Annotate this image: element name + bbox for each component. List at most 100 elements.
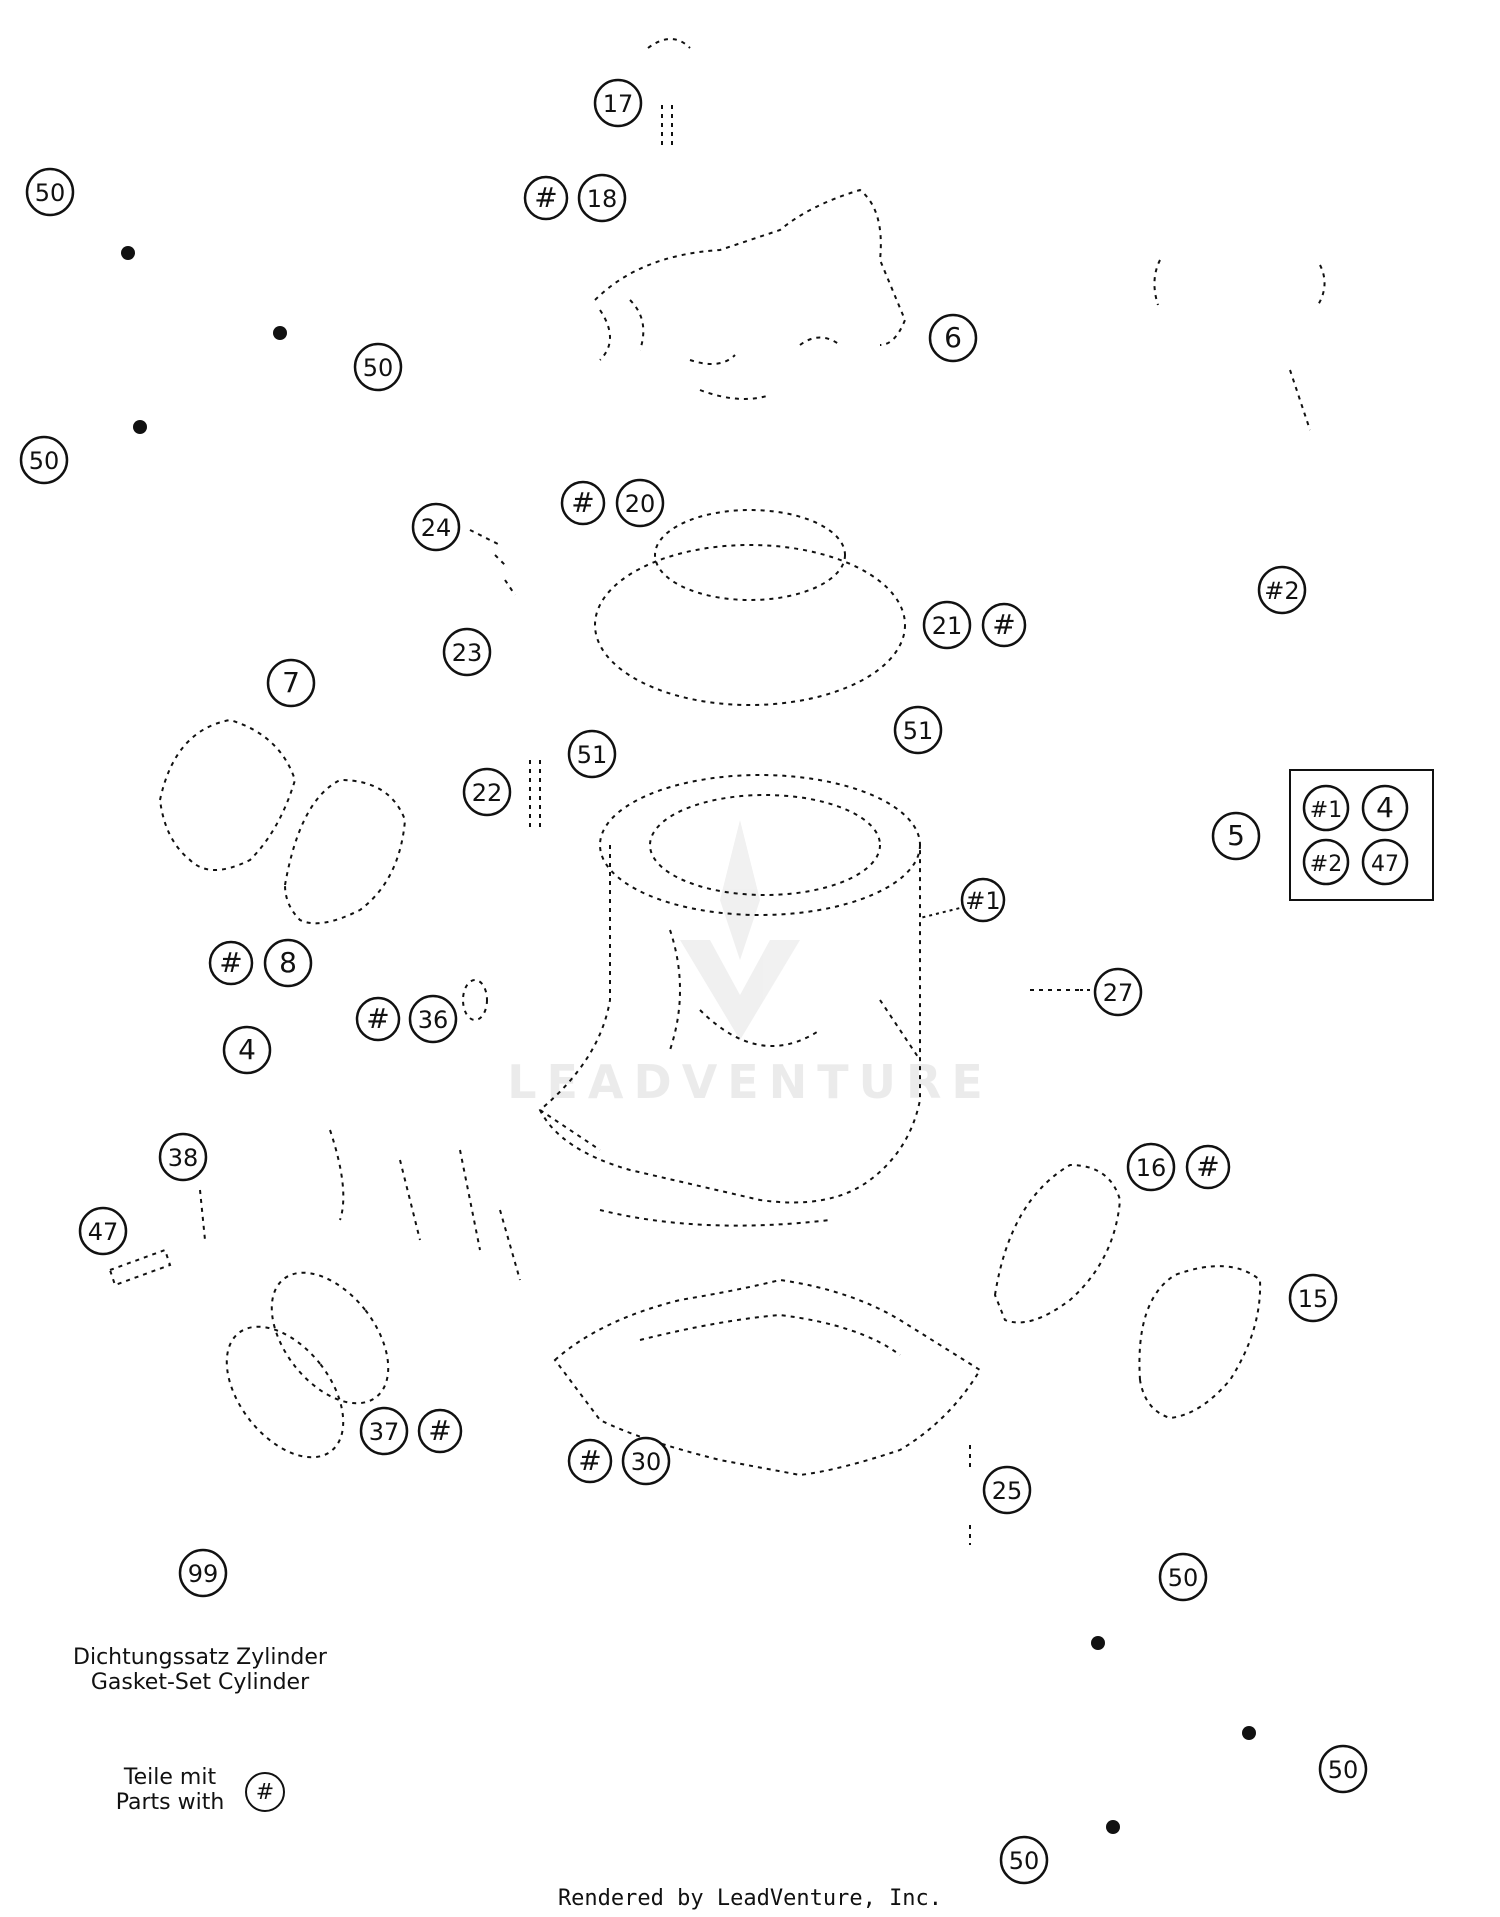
callout-label: 22 — [472, 779, 503, 807]
callout-c30: 30 — [621, 1436, 671, 1486]
callout-circle — [560, 480, 606, 526]
note-gasket-de: Dichtungssatz Zylinder — [73, 1645, 327, 1670]
callout-c16h: # — [1185, 1144, 1231, 1190]
callout-circle — [1211, 811, 1261, 861]
callout-circle — [922, 600, 972, 650]
callout-label: 18 — [587, 185, 618, 213]
callout-c30h: # — [567, 1438, 613, 1484]
callout-circle — [982, 1465, 1032, 1515]
part-22-valve — [529, 760, 541, 830]
callout-label: 51 — [577, 741, 608, 769]
callout-label: # — [534, 181, 557, 214]
callout-label: 27 — [1103, 979, 1134, 1007]
footer-credit: Rendered by LeadVenture, Inc. — [557, 1886, 943, 1911]
callout-c5: 5 — [1211, 811, 1261, 861]
callout-c50b: 50 — [353, 342, 403, 392]
callout-c50a: 50 — [25, 167, 75, 217]
note-parts-de: Teile mit — [123, 1765, 217, 1790]
callout-circle — [1318, 1744, 1368, 1794]
callout-label: 50 — [35, 179, 66, 207]
part-17-stud — [661, 105, 673, 145]
part-37-oring-b — [225, 1325, 345, 1459]
callout-label: 50 — [363, 354, 394, 382]
part-50-balls — [121, 246, 1256, 1834]
kit-item-label: 4 — [1376, 791, 1394, 824]
callout-label: 25 — [992, 1477, 1023, 1505]
part-37-oring-a — [270, 1271, 390, 1405]
callout-circle — [222, 1025, 272, 1075]
callout-c16: 16 — [1126, 1142, 1176, 1192]
part-17-nut — [647, 38, 691, 49]
callout-c50d: 50 — [1158, 1552, 1208, 1602]
callout-circle — [1288, 1273, 1338, 1323]
callout-label: 21 — [932, 612, 963, 640]
callout-circle — [1158, 1552, 1208, 1602]
callout-c1: #1 — [960, 877, 1006, 923]
leader-lines — [919, 897, 1090, 991]
kit-item: 4 — [1361, 784, 1409, 832]
kit-item-label: 47 — [1371, 852, 1399, 877]
callout-circle — [411, 502, 461, 552]
part-24-screw — [469, 529, 516, 596]
kit-item-circle — [1361, 784, 1409, 832]
callout-label: 50 — [1328, 1756, 1359, 1784]
part-8-gasket — [284, 778, 407, 925]
part-7-cover — [159, 718, 297, 871]
callout-label: 50 — [1168, 1564, 1199, 1592]
callout-label: # — [578, 1444, 601, 1477]
callout-label: 30 — [631, 1448, 662, 1476]
callout-circle — [999, 1835, 1049, 1885]
callout-label: 50 — [29, 447, 60, 475]
callout-label: # — [428, 1414, 451, 1447]
callout-circle — [355, 996, 401, 1042]
callout-c7: 7 — [266, 658, 316, 708]
callout-circle — [266, 658, 316, 708]
part-15-cover — [1138, 1265, 1262, 1420]
part-4-socket — [329, 1129, 521, 1281]
callout-c2: #2 — [1257, 565, 1307, 615]
ball-50-3 — [133, 420, 147, 434]
callout-c99: 99 — [178, 1548, 228, 1598]
callout-circle — [1257, 565, 1307, 615]
callout-circle — [615, 478, 665, 528]
callout-label: 47 — [88, 1218, 119, 1246]
callout-circle — [893, 705, 943, 755]
callout-label: 37 — [369, 1418, 400, 1446]
kit-item-label: #2 — [1310, 852, 1342, 877]
callout-c36: 36 — [408, 994, 458, 1044]
callout-circle — [208, 940, 254, 986]
callout-circle — [981, 602, 1027, 648]
kit-box-items: #1 4 #2 47 — [1302, 784, 1409, 886]
part-38-bolt — [199, 1189, 206, 1241]
callout-circle — [25, 167, 75, 217]
callout-circle — [593, 78, 643, 128]
kit-item-label: #1 — [1310, 798, 1342, 823]
callout-circle — [158, 1132, 208, 1182]
callout-circle — [462, 767, 512, 817]
kit-item: #1 — [1302, 784, 1350, 832]
part-16-gasket — [993, 1163, 1122, 1324]
ball-50-5 — [1242, 1726, 1256, 1740]
kit-item-circle — [1302, 838, 1350, 886]
callout-circle — [567, 729, 617, 779]
ball-50-2 — [273, 326, 287, 340]
watermark-text: LEADVENTURE — [507, 1055, 993, 1109]
note-gasket-en: Gasket-Set Cylinder — [90, 1670, 310, 1696]
callout-c20: 20 — [615, 478, 665, 528]
callout-label: # — [1196, 1150, 1219, 1183]
note-parts-en: Parts with — [115, 1790, 225, 1816]
callout-circle — [1185, 1144, 1231, 1190]
callout-circle — [1126, 1142, 1176, 1192]
callout-c47: 47 — [78, 1206, 128, 1256]
callout-circle — [19, 435, 69, 485]
callout-c18: 18 — [577, 173, 627, 223]
kit-item: #2 — [1302, 838, 1350, 886]
callout-c50f: 50 — [999, 1835, 1049, 1885]
callout-c51a: 51 — [893, 705, 943, 755]
callout-c21h: # — [981, 602, 1027, 648]
callout-circle — [928, 313, 978, 363]
callout-label: 6 — [944, 321, 962, 354]
ball-50-4 — [1091, 1636, 1105, 1650]
callout-c36h: # — [355, 996, 401, 1042]
